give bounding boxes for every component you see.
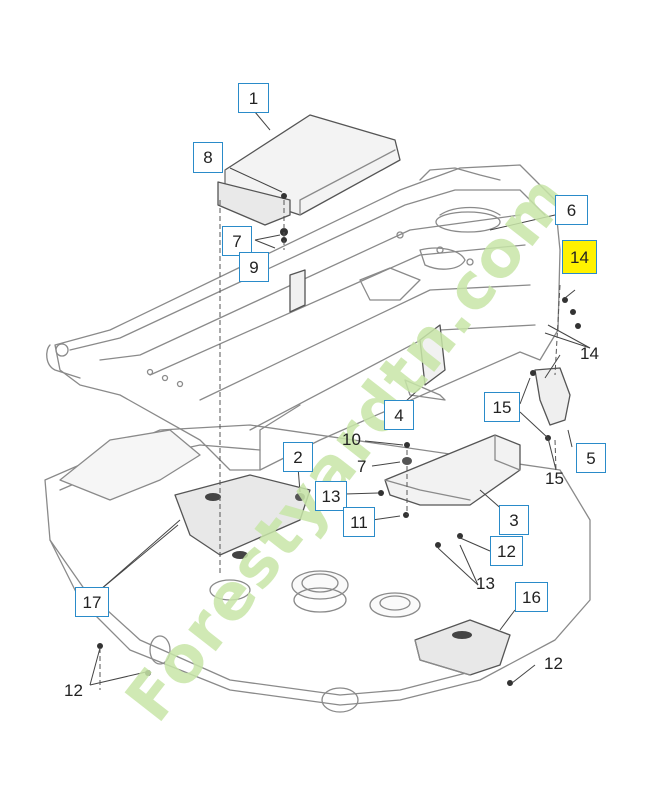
callout-6: 6 [555,195,588,225]
callout-13: 13 [315,481,347,511]
callout-3: 3 [499,505,529,535]
label-12-left: 12 [64,681,83,700]
callout-16: 16 [515,582,548,612]
callout-9: 9 [239,252,269,282]
callout-15: 15 [484,392,520,422]
label-14: 14 [580,344,599,363]
callout-11: 11 [343,507,375,537]
label-15: 15 [545,469,564,488]
callout-2: 2 [283,442,313,472]
callout-17: 17 [75,587,109,617]
label-10: 10 [342,430,361,449]
spindle-cover [414,619,511,676]
belt-cover [384,434,521,506]
callout-5: 5 [576,443,606,473]
callout-8: 8 [193,142,223,173]
label-7: 7 [357,457,367,476]
callout-7: 7 [222,226,252,256]
callout-1: 1 [238,83,269,113]
label-12-right: 12 [544,654,563,673]
callout-12: 12 [490,536,523,566]
pulley-center [291,570,349,600]
frame-outline [54,164,561,471]
label-13: 13 [476,574,495,593]
callout-14: 14 [562,240,597,274]
callout-4: 4 [384,400,414,430]
